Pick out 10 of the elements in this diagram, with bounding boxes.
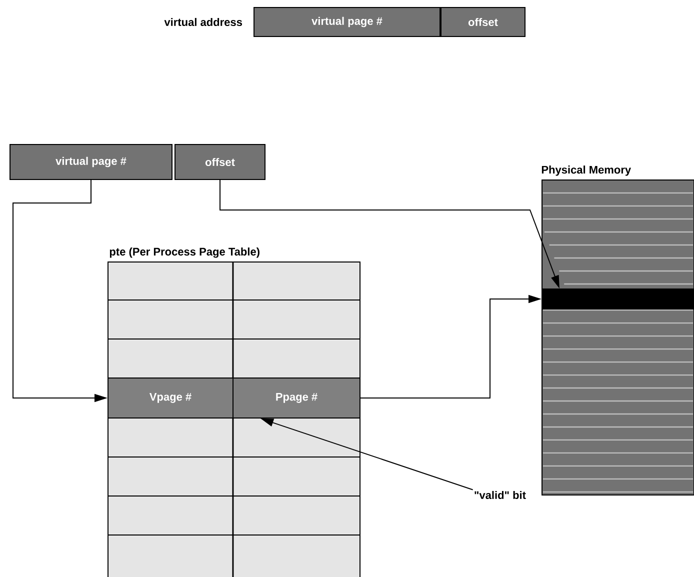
table-entry: Vpage #	[108, 378, 234, 418]
node-label: Physical Memory	[542, 166, 631, 176]
field-label: virtual address	[164, 18, 242, 26]
address-field: offset	[440, 7, 526, 37]
address-field: offset	[174, 144, 266, 180]
node-label: pte (Per Process Page Table)	[110, 247, 260, 258]
address-field: virtual page #	[10, 144, 172, 180]
table-entry: Ppage #	[232, 378, 360, 418]
annotation-text: "valid" bit	[474, 490, 526, 500]
page-frame	[542, 288, 694, 310]
